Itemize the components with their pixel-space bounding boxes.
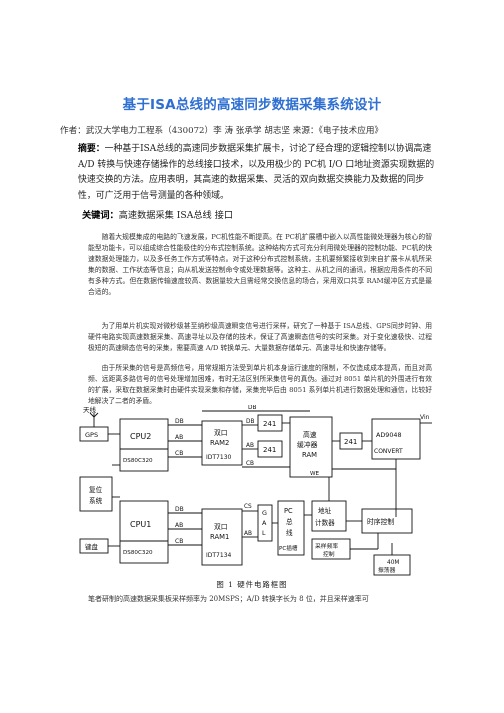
body-paragraph-4: 笔者研制的高速数据采集板采样频率为 20MSPS；A/D 转换字长为 8 位，并…	[88, 595, 369, 603]
label-buffer-line3: RAM	[302, 451, 317, 459]
hardware-block-diagram: 天线 GPS CPU2 DS80C320 DB AB CB 双口 RAM2 ID…	[79, 405, 432, 576]
author-line: 作者：武汉大学电力工程系（430072）李 涛 张承学 胡志坚 来源：《电子技术…	[60, 126, 384, 136]
label-ds80c320-bottom: DS80C320	[123, 550, 153, 556]
article-title: 基于ISA总线的高速同步数据采集系统设计	[122, 97, 382, 113]
label-crystal-line1: 40M	[387, 560, 399, 566]
label-vin: Vin	[420, 414, 430, 421]
label-gal-g: G	[262, 509, 267, 517]
label-crystal-line2: 振荡器	[378, 566, 396, 574]
label-keyboard: 键盘	[85, 542, 99, 551]
body-paragraph-3: 由于所采集的信号是高频信号，用常规期方法受到单片机本身运行速度的限制，不仅造成成…	[88, 364, 432, 406]
label-pc-bus-3: 线	[286, 528, 293, 537]
label-sample-freq-line1: 采样频率	[315, 542, 338, 550]
label-ram1-line1: 双口	[214, 523, 228, 531]
label-ad9048: AD9048	[376, 431, 402, 439]
label-ds80c320-top: DS80C320	[123, 458, 153, 464]
label-241-c: 241	[344, 438, 357, 446]
label-idt7130: IDT7130	[206, 454, 232, 461]
label-ram2-line2: RAM2	[210, 439, 229, 447]
label-db-upper: DB	[248, 405, 256, 411]
keywords: 关键词：高速数据采集 ISA总线 接口	[82, 207, 233, 221]
keywords-label: 关键词：	[82, 210, 119, 221]
label-gal-a: A	[262, 519, 267, 527]
label-idt7134: IDT7134	[206, 552, 232, 559]
label-ram2-line1: 双口	[214, 429, 228, 437]
label-ab-mid: AB	[246, 443, 254, 449]
label-timing-control: 时序控制	[367, 517, 394, 526]
label-ab-bottom: AB	[175, 522, 183, 529]
keywords-text: 高速数据采集 ISA总线 接口	[118, 210, 234, 221]
label-ab-top: AB	[175, 434, 183, 441]
label-cpu2: CPU2	[130, 432, 151, 441]
abstract-label: 摘要：	[78, 144, 105, 154]
label-cs: CS	[244, 504, 252, 510]
label-addr-line2: 计数器	[315, 518, 335, 527]
label-antenna: 天线	[83, 405, 97, 414]
label-pc-slot: PC插槽	[279, 544, 298, 552]
label-addr-line1: 地址	[318, 506, 332, 515]
label-241-b: 241	[263, 446, 276, 454]
label-buffer-line2: 缓冲器	[297, 440, 318, 449]
label-db-top: DB	[175, 418, 184, 425]
body-paragraph-2: 为了用单片机实现对微秒级甚至纳秒级高速瞬变信号进行采样，研究了一种基于 ISA总…	[88, 322, 432, 353]
label-reset-line2: 系统	[89, 496, 103, 505]
label-cb-mid: CB	[246, 461, 254, 467]
label-cb-bottom: CB	[175, 538, 183, 545]
label-buffer-line1: 高速	[303, 430, 317, 439]
label-ram1-line2: RAM1	[210, 533, 229, 541]
body-paragraph-1: 随着大规模集成的电路的飞速发展，PC机性能不断提高。在 PC机扩展槽中嵌入以高性…	[88, 233, 432, 297]
abstract: 摘要：一种基于ISA总线的高速同步数据采集扩展卡，讨论了经合理的逻辑控制以协调高…	[78, 142, 436, 204]
label-pc-bus-2: 总	[286, 517, 293, 526]
figure-caption: 图 1 硬件电路框图	[216, 580, 288, 589]
label-sample-freq-line2: 控制	[323, 550, 335, 558]
label-db-bottom: DB	[175, 506, 184, 513]
label-gal-l: L	[262, 529, 266, 537]
label-convert: CONVERT	[374, 448, 403, 455]
label-reset-line1: 复位	[89, 485, 103, 494]
label-we: WE	[310, 471, 320, 477]
label-cb-top: CB	[175, 450, 183, 457]
abstract-text: 一种基于ISA总线的高速同步数据采集扩展卡，讨论了经合理的逻辑控制以协调高速 A…	[78, 144, 435, 201]
label-pc-bus-1: PC	[284, 507, 293, 515]
label-gps: GPS	[85, 431, 98, 439]
label-db-mid: DB	[246, 419, 254, 425]
label-241-a: 241	[263, 420, 276, 428]
label-cpu1: CPU1	[130, 520, 151, 529]
label-ab-gal: AB	[244, 531, 252, 537]
